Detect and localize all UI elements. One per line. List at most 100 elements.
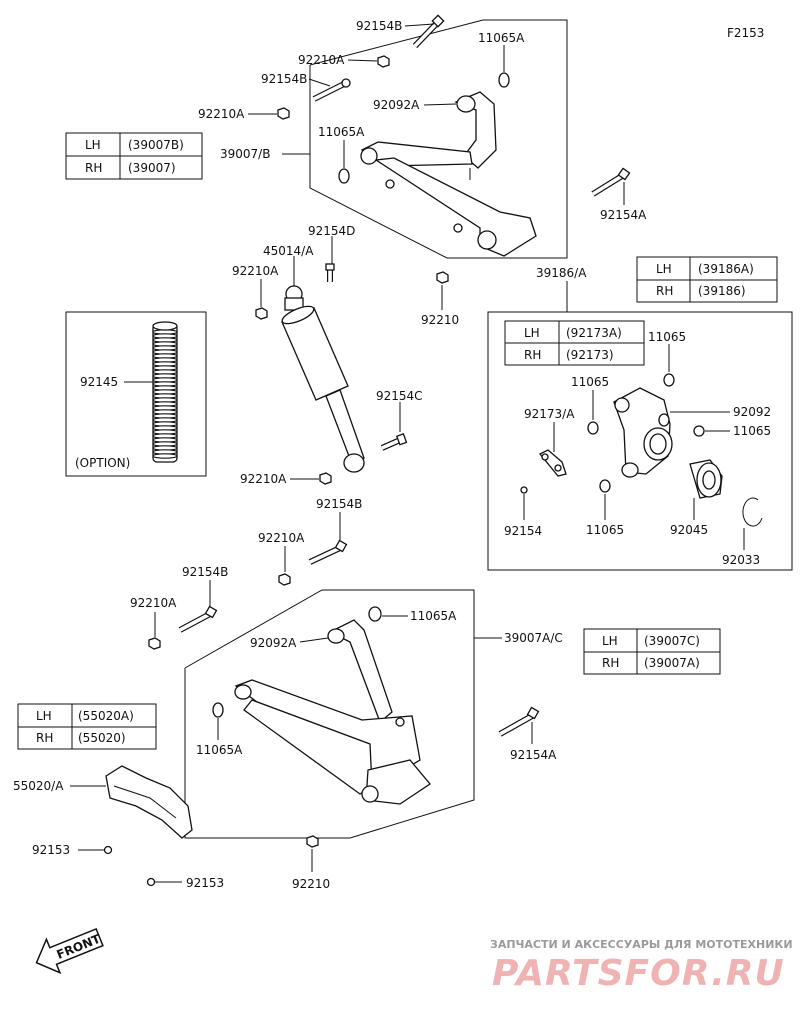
label-92210a-2: 92210A [198,107,245,121]
table-upper-arm-lh: LH [85,138,101,152]
clip-92153-1 [103,845,113,855]
label-92210-2: 92210 [292,877,330,891]
label-92154b-3: 92154B [316,497,362,511]
table-guard-rh: RH [36,731,53,745]
label-92153-2: 92153 [186,876,224,890]
table-knuckle-lh: LH [656,262,672,276]
bolt-92154b-4 [178,605,218,633]
table-knuckle-lh-part: (39186A) [698,262,754,276]
figure-code: F2153 [727,26,764,40]
spring-92145 [152,321,178,463]
table-knuckle: LH (39186A) RH (39186) [636,256,778,303]
lower-arm-39007a [234,619,431,805]
option-label: (OPTION) [75,456,130,470]
seal-11065a-4 [212,702,224,718]
table-knuckle-rh: RH [656,284,673,298]
label-92154a-1: 92154A [600,208,647,222]
table-upper-arm-lh-part: (39007B) [128,138,184,152]
bolt-92154c [380,433,408,451]
seal-11065-1 [663,373,675,387]
label-92154d: 92154D [308,224,355,238]
label-39186a: 39186/A [536,266,587,280]
seal-11065a-top [498,72,510,88]
table-lower-arm: LH (39007C) RH (39007A) [583,628,721,675]
label-92145: 92145 [80,375,118,389]
label-92092: 92092 [733,405,771,419]
bolt-92154a-2 [498,706,540,737]
bolt-92154b-top [412,14,445,49]
label-92153-1: 92153 [32,843,70,857]
knuckle-group-box [487,311,793,571]
label-92154b-top: 92154B [356,19,402,33]
label-11065-1: 11065 [648,330,686,344]
bolt-92154b-2 [312,78,351,102]
label-92154a-2: 92154A [510,748,557,762]
label-11065-3: 11065 [733,424,771,438]
bolt-92154 [520,486,528,494]
bolt-92154a-1 [591,167,631,197]
label-92154b-4: 92154B [182,565,228,579]
table-guard: LH (55020A) RH (55020) [17,703,157,750]
seal-11065-3 [693,425,705,437]
table-knuckle-rh-part: (39186) [698,284,746,298]
table-guard-lh-part: (55020A) [78,709,134,723]
lower-arm-group-outline [184,589,475,839]
label-39007b: 39007/B [220,147,270,161]
spring-coil [152,453,178,459]
label-55020a: 55020/A [13,779,64,793]
label-92045: 92045 [670,523,708,537]
label-11065a-2: 11065A [318,125,365,139]
front-arrow-icon: FRONT [35,927,104,975]
label-11065a-4: 11065A [196,743,243,757]
seal-11065-2 [587,421,599,435]
watermark-line2: PARTSFOR.RU [492,953,785,994]
label-11065a-top: 11065A [478,31,525,45]
label-39007ac: 39007A/C [504,631,563,645]
label-92033: 92033 [722,553,760,567]
upper-arm-39007 [360,91,537,257]
upper-arm-group-outline [309,19,568,259]
label-92210-1: 92210 [421,313,459,327]
label-92154: 92154 [504,524,542,538]
label-45014a: 45014/A [263,244,314,258]
label-92210a-4: 92210A [240,472,287,486]
table-lower-arm-rh: RH [602,656,619,670]
clip-92153-2 [146,877,156,887]
nut-92210a-6 [148,637,161,650]
table-lower-arm-rh-part: (39007A) [644,656,700,670]
bolt-92154b-3 [308,539,348,565]
nut-92210-2 [306,835,319,848]
table-bolt-lh-part: (92173A) [566,326,622,340]
label-92210a-5: 92210A [258,531,305,545]
table-upper-arm-rh-part: (39007) [128,161,176,175]
label-92092a-top: 92092A [373,98,420,112]
bolt-92154d [325,263,335,282]
label-92210a-3: 92210A [232,264,279,278]
nut-92210a-4 [319,472,332,485]
knuckle-39186 [613,387,673,478]
table-bolt-rh: RH [524,348,541,362]
table-bolt-rh-part: (92173) [566,348,614,362]
table-guard-rh-part: (55020) [78,731,126,745]
label-11065a-3: 11065A [410,609,457,623]
label-92210a-1: 92210A [298,53,345,67]
table-upper-arm: LH (39007B) RH (39007) [65,132,203,180]
watermark-line1: ЗАПЧАСТИ И АКСЕССУАРЫ ДЛЯ МОТОТЕХНИКИ [490,938,793,951]
spring-option-box: 92145 (OPTION) [65,311,207,477]
circlip-92033 [742,497,763,527]
seal-11065-4 [599,479,611,493]
label-11065-2: 11065 [571,375,609,389]
nut-92210a-1 [377,55,390,68]
bearing-92045 [689,459,723,499]
seal-11065a-2 [338,168,350,184]
nut-92210a-3 [255,307,268,320]
label-92154b-2: 92154B [261,72,307,86]
label-92092a-2: 92092A [250,636,297,650]
bolt-92173a [538,449,567,477]
nut-92210a-5 [278,573,291,586]
guard-55020 [105,765,193,839]
shock-absorber-45014 [281,285,365,473]
table-lower-arm-lh: LH [602,634,618,648]
label-92173a: 92173/A [524,407,575,421]
